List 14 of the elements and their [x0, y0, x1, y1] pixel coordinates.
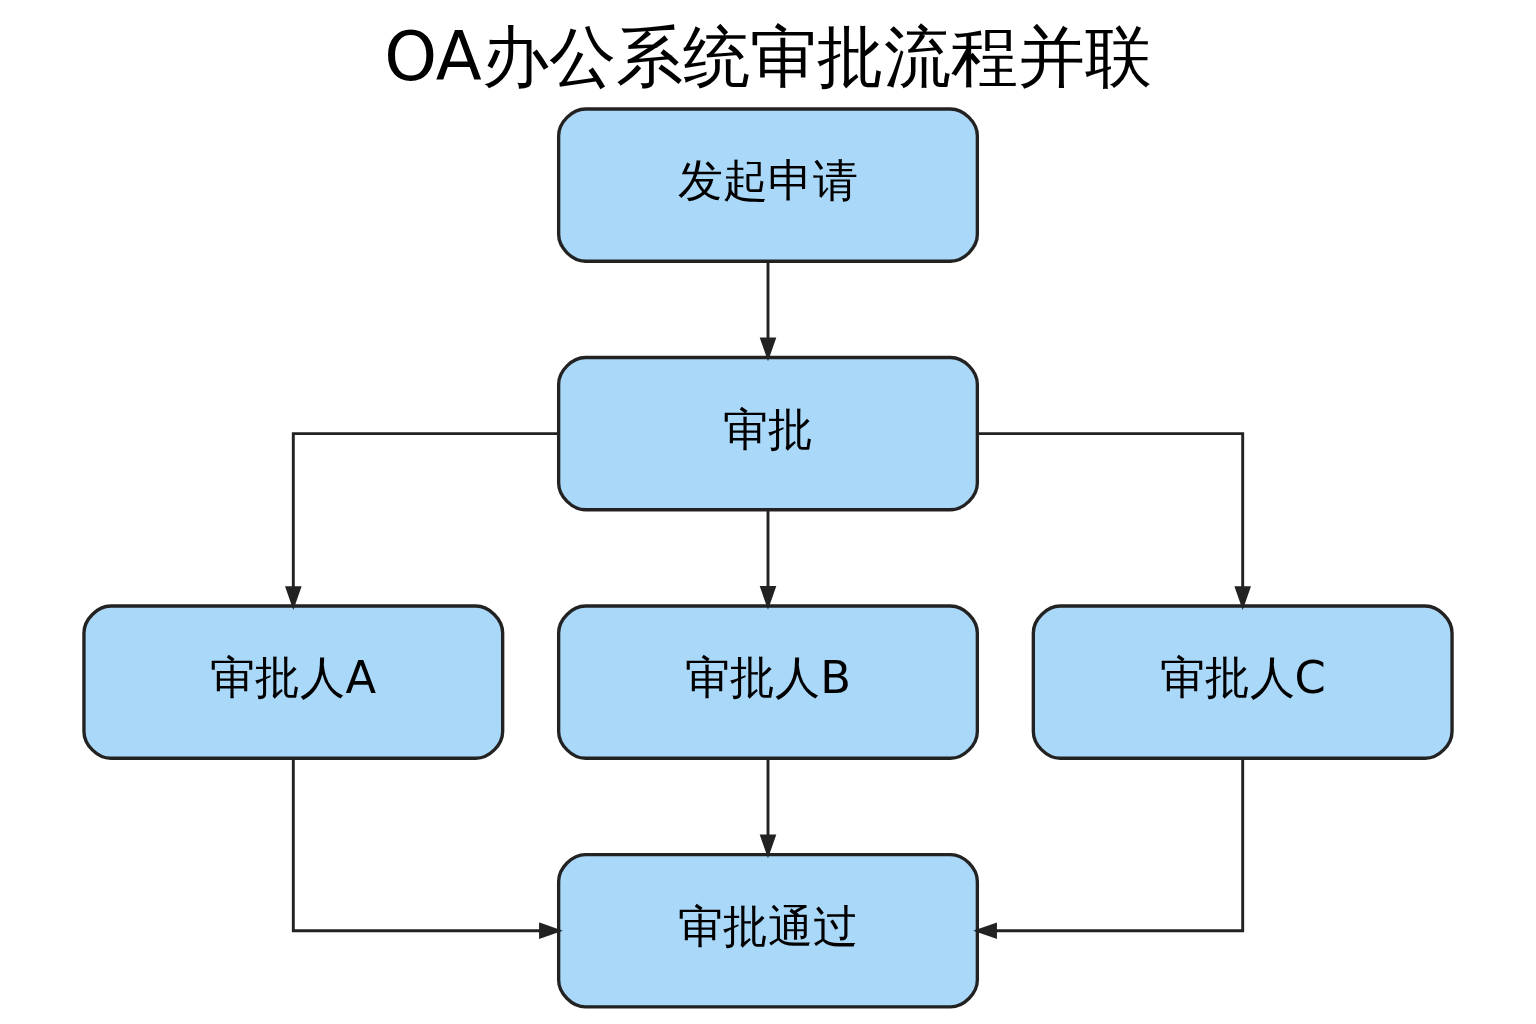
node-box: 审批 [556, 355, 980, 512]
arrow [759, 758, 777, 859]
arrow [285, 432, 559, 610]
node-box: 审批人B [556, 604, 980, 760]
diagram-title: OA办公系统审批流程并联 [384, 17, 1152, 96]
node-box: 发起申请 [556, 107, 980, 263]
arrow [977, 432, 1251, 610]
arrow [759, 261, 777, 362]
node-box: 审批通过 [556, 852, 980, 1009]
node-box: 审批人C [1031, 604, 1454, 760]
node-box: 审批人A [82, 604, 505, 760]
arrow [973, 758, 1245, 940]
arrow [291, 758, 563, 940]
arrow [759, 510, 777, 610]
